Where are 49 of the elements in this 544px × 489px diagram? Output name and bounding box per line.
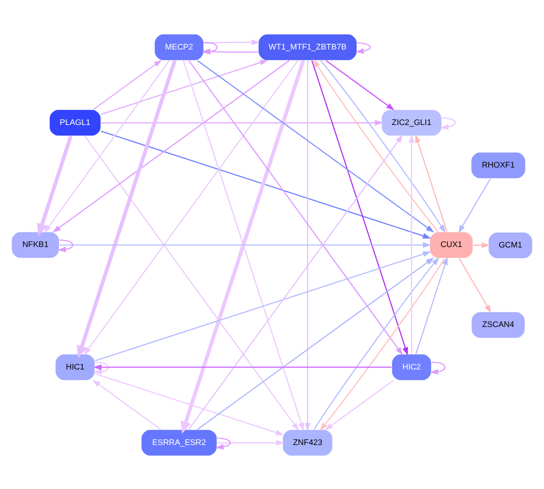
arrow: [94, 372, 284, 435]
node-box: MECP2: [154, 33, 204, 60]
arrow: [76, 60, 176, 358]
arrow: [311, 60, 408, 355]
arrow: [60, 242, 432, 248]
arrow: [100, 119, 384, 126]
arrow: [458, 258, 492, 313]
node-box: ZIC2_GLI1: [381, 108, 442, 136]
arrow: [304, 60, 310, 431]
arrow: [94, 361, 109, 374]
arrow: [188, 60, 403, 355]
arrow: [324, 380, 394, 430]
arrow: [44, 60, 170, 232]
arrow: [356, 42, 371, 54]
arrow: [92, 379, 162, 430]
arrow: [58, 238, 74, 252]
arrow: [36, 135, 73, 236]
arrow: [188, 134, 403, 430]
arrow: [430, 361, 446, 374]
arrow: [84, 60, 298, 355]
arrow: [458, 178, 491, 233]
arrow: [415, 134, 448, 232]
arrow: [52, 60, 290, 232]
arrow: [100, 59, 268, 114]
arrow: [100, 130, 431, 238]
node-box: GCM1: [488, 231, 533, 258]
arrow: [326, 60, 394, 110]
node-box: RHOXF1: [470, 151, 526, 178]
arrow: [197, 60, 434, 232]
node-box: WT1_MTF1_ZBTB7B: [258, 33, 358, 60]
arrow: [93, 59, 162, 110]
node-box: ZSCAN4: [470, 310, 526, 338]
arrow: [197, 257, 434, 430]
arrow: [440, 116, 456, 130]
node-box: ZNF423: [282, 428, 334, 456]
arrow: [217, 439, 284, 446]
node-box: HIC1: [54, 353, 96, 380]
node-box: CUX1: [429, 230, 474, 258]
node-box: PLAGL1: [48, 108, 102, 136]
arrow: [415, 256, 448, 354]
node-box: NFKB1: [11, 230, 60, 258]
node-box: ESRRA_ESR2: [140, 428, 218, 456]
node-box: HIC2: [391, 353, 432, 380]
arrow: [94, 250, 432, 361]
arrow: [204, 38, 260, 45]
arrow: [408, 134, 414, 354]
arrow: [215, 436, 231, 450]
arrow: [93, 364, 392, 370]
arrow: [84, 135, 299, 430]
